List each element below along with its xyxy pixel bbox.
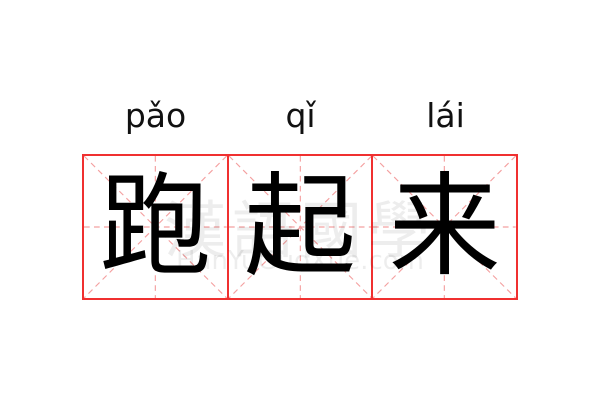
pinyin-qi: qǐ <box>285 96 316 135</box>
character-lai: 来 <box>388 162 501 292</box>
character-cell-qi: 起 <box>226 156 372 298</box>
character-qi: 起 <box>244 162 356 292</box>
character-cell-lai: 来 <box>371 156 517 298</box>
pinyin-lai: lái <box>426 96 465 135</box>
guide-lines <box>228 156 372 298</box>
character-pao: 跑 <box>99 162 212 292</box>
guide-lines <box>373 156 517 298</box>
guide-lines <box>84 156 227 298</box>
pinyin-pao: pǎo <box>124 96 187 135</box>
character-cell-pao: 跑 <box>84 156 227 298</box>
character-grid: 跑 起 来 <box>82 154 518 300</box>
